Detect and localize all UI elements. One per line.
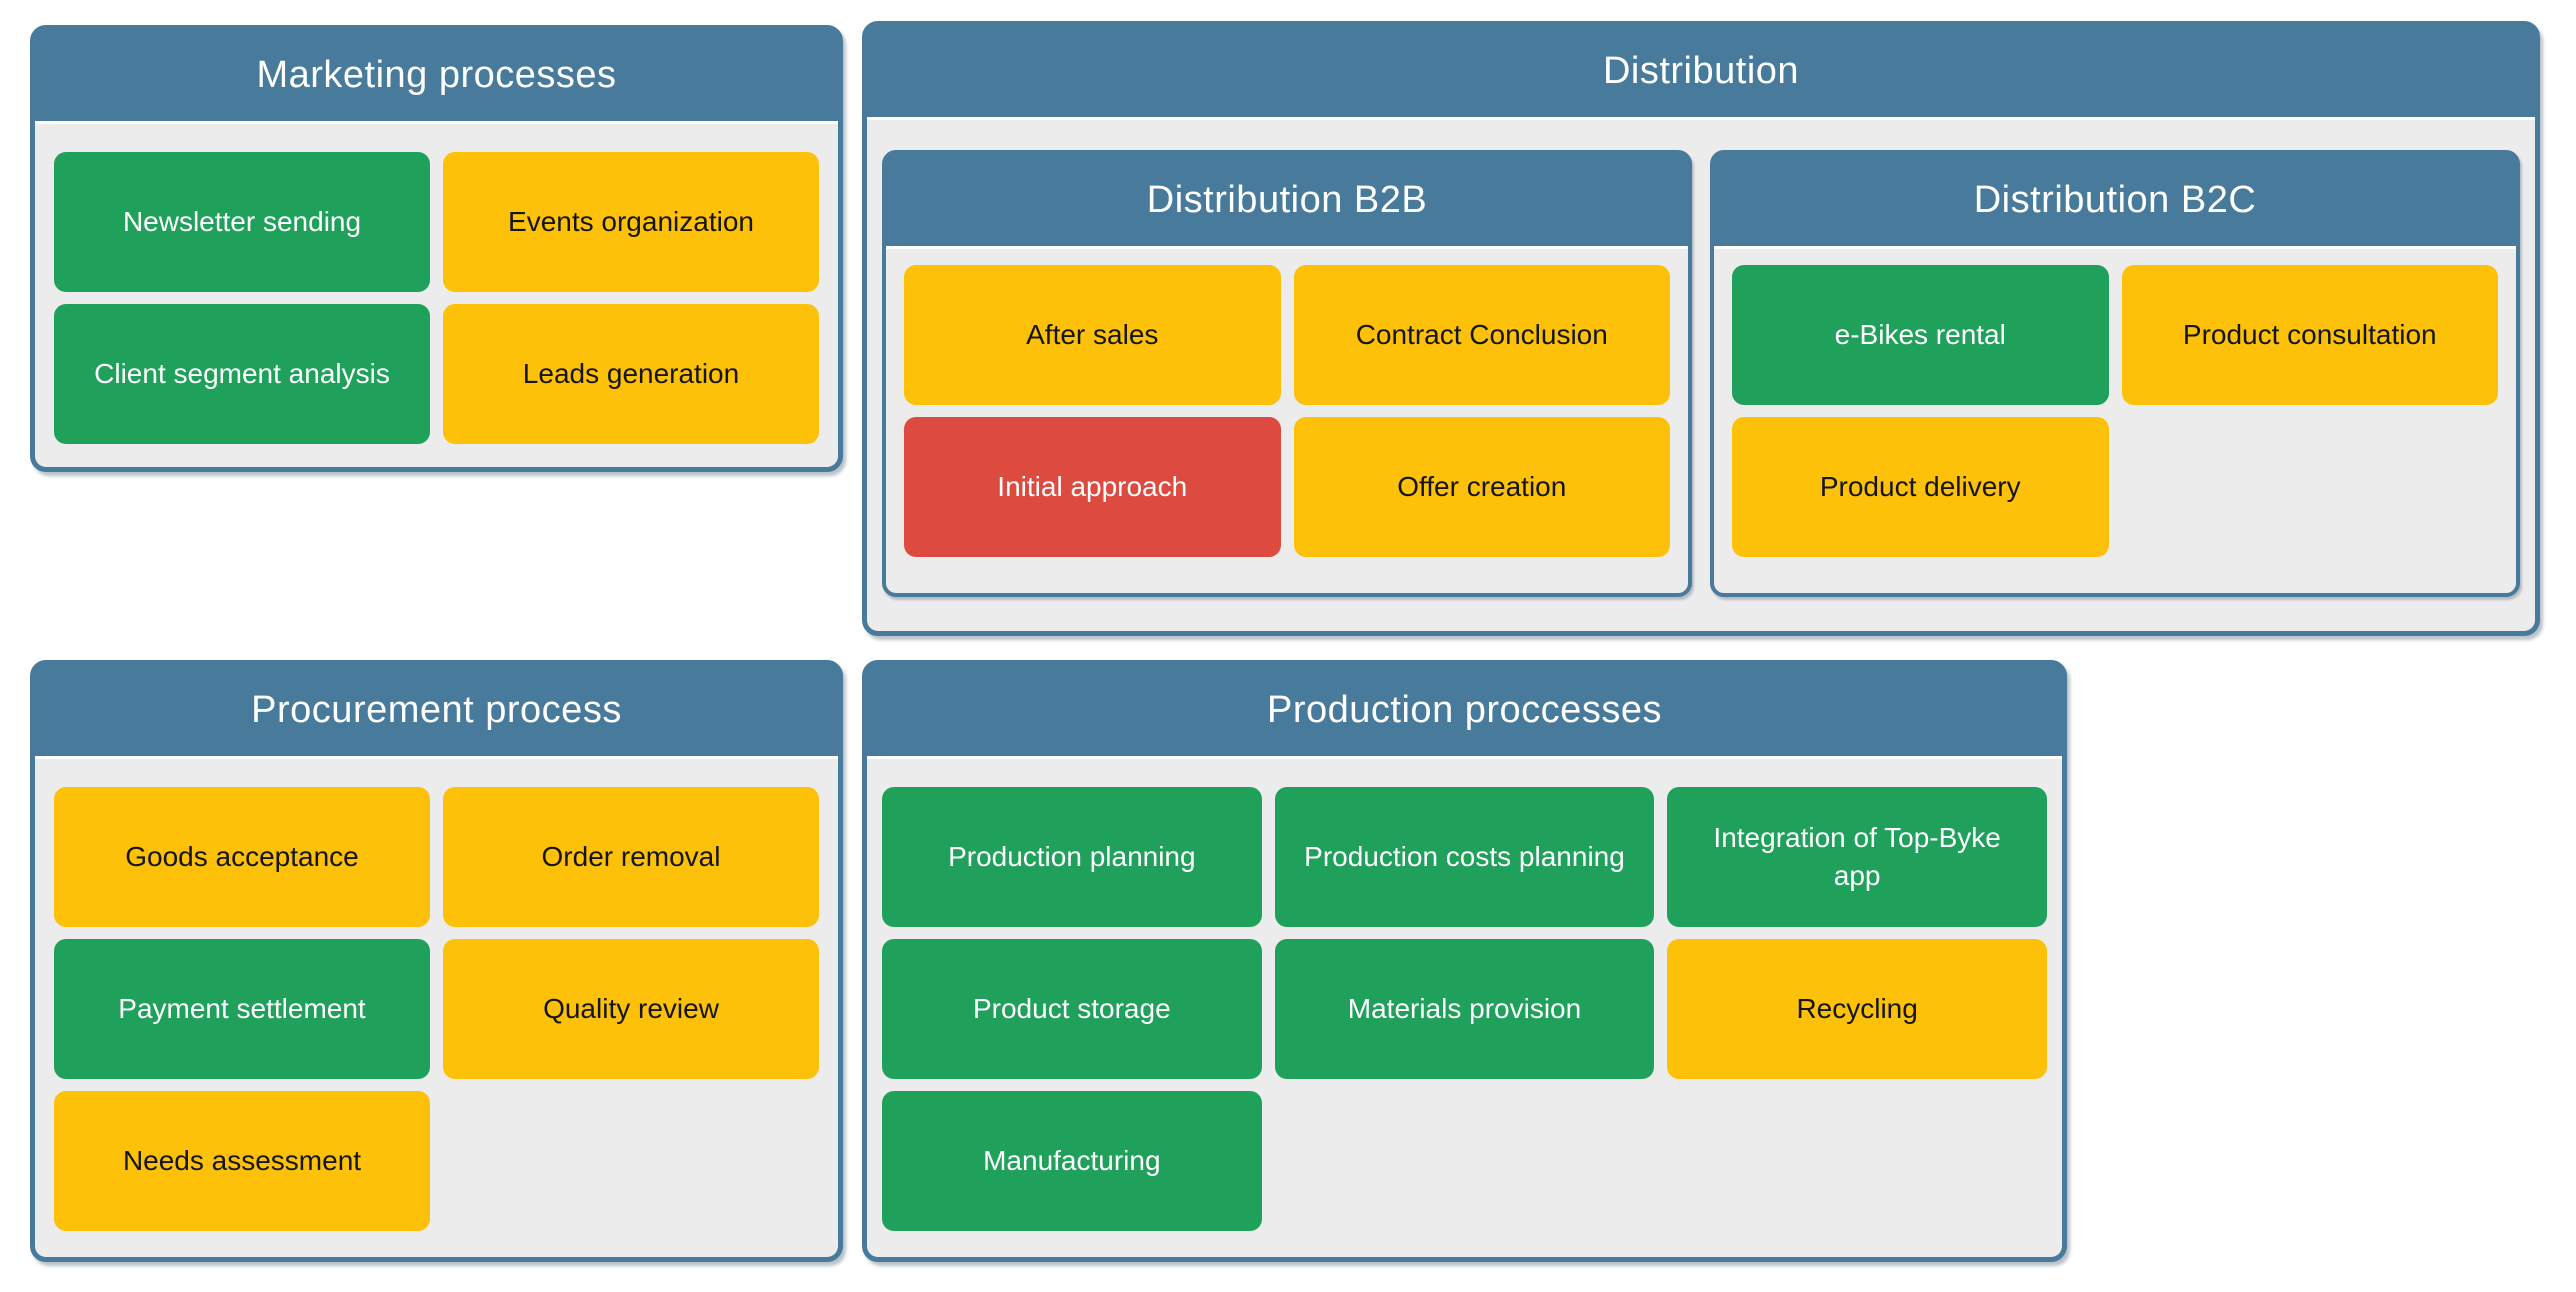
process-goods-acceptance: Goods acceptance <box>54 787 430 927</box>
process-production-planning: Production planning <box>882 787 1262 927</box>
panel-header: Marketing processes <box>35 30 838 124</box>
panel-title: Procurement process <box>251 689 622 731</box>
panel-body: Goods acceptance Order removal Payment s… <box>35 759 838 1259</box>
panel-body: Newsletter sending Events organization C… <box>35 124 838 472</box>
process-product-storage: Product storage <box>882 939 1262 1079</box>
panel-distribution: Distribution Distribution B2B After sale… <box>862 21 2540 636</box>
process-production-costs-planning: Production costs planning <box>1274 787 1655 927</box>
subpanel-title: Distribution B2C <box>1973 178 2257 221</box>
subpanel-distribution-b2b: Distribution B2B After sales Contract Co… <box>882 150 1692 597</box>
subpanel-body: After sales Contract Conclusion Initial … <box>886 249 1688 573</box>
process-needs-assessment: Needs assessment <box>54 1091 430 1231</box>
process-order-removal: Order removal <box>443 787 819 927</box>
process-quality-review: Quality review <box>443 939 819 1079</box>
process-integration-top-byke-app: Integration of Top-Byke app <box>1667 787 2047 927</box>
panel-header: Distribution <box>867 26 2535 120</box>
subpanel-header: Distribution B2C <box>1714 154 2516 249</box>
panel-title: Production proccesses <box>1267 689 1662 731</box>
process-leads-generation: Leads generation <box>443 304 819 444</box>
panel-body: Distribution B2B After sales Contract Co… <box>867 120 2535 627</box>
subpanel-body: e-Bikes rental Product consultation Prod… <box>1714 249 2516 573</box>
process-e-bikes-rental: e-Bikes rental <box>1732 265 2109 405</box>
process-events-organization: Events organization <box>443 152 819 292</box>
panel-header: Production proccesses <box>867 665 2062 759</box>
panel-body: Production planning Production costs pla… <box>867 759 2062 1259</box>
process-after-sales: After sales <box>904 265 1281 405</box>
process-recycling: Recycling <box>1667 939 2047 1079</box>
process-materials-provision: Materials provision <box>1274 939 1655 1079</box>
process-manufacturing: Manufacturing <box>882 1091 1262 1231</box>
panel-production-processes: Production proccesses Production plannin… <box>862 660 2067 1262</box>
subpanel-distribution-b2c: Distribution B2C e-Bikes rental Product … <box>1710 150 2520 597</box>
panel-title: Marketing processes <box>256 54 617 96</box>
process-newsletter-sending: Newsletter sending <box>54 152 430 292</box>
panel-header: Procurement process <box>35 665 838 759</box>
subpanel-title: Distribution B2B <box>1146 178 1428 221</box>
panel-marketing-processes: Marketing processes Newsletter sending E… <box>30 25 843 472</box>
panel-procurement-process: Procurement process Goods acceptance Ord… <box>30 660 843 1262</box>
subpanel-header: Distribution B2B <box>886 154 1688 249</box>
process-contract-conclusion: Contract Conclusion <box>1293 265 1670 405</box>
process-product-consultation: Product consultation <box>2121 265 2498 405</box>
process-initial-approach: Initial approach <box>904 417 1281 557</box>
process-product-delivery: Product delivery <box>1732 417 2109 557</box>
process-payment-settlement: Payment settlement <box>54 939 430 1079</box>
process-client-segment-analysis: Client segment analysis <box>54 304 430 444</box>
panel-title: Distribution <box>1602 50 1800 92</box>
process-offer-creation: Offer creation <box>1293 417 1670 557</box>
